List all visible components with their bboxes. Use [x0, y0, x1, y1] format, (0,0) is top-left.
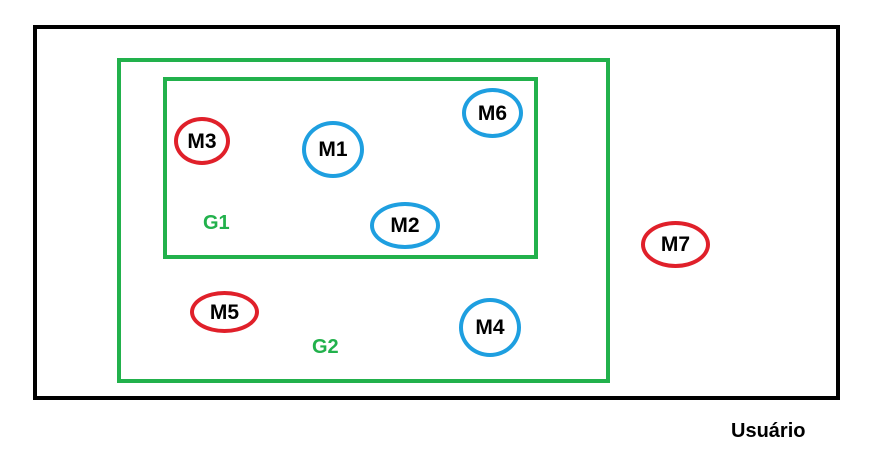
node-m2: M2 — [370, 202, 440, 249]
group-g1-boundary — [163, 77, 538, 259]
node-m5: M5 — [190, 291, 259, 333]
node-m3: M3 — [174, 117, 230, 165]
outer-user-boundary — [33, 25, 840, 400]
user-caption: Usuário — [731, 420, 806, 442]
node-m7: M7 — [641, 221, 710, 268]
node-m6: M6 — [462, 88, 523, 138]
node-m1: M1 — [302, 121, 364, 178]
group-g2-label: G2 — [312, 336, 339, 358]
group-g2-boundary — [117, 58, 610, 383]
node-m4: M4 — [459, 298, 521, 357]
group-g1-label: G1 — [203, 212, 230, 234]
